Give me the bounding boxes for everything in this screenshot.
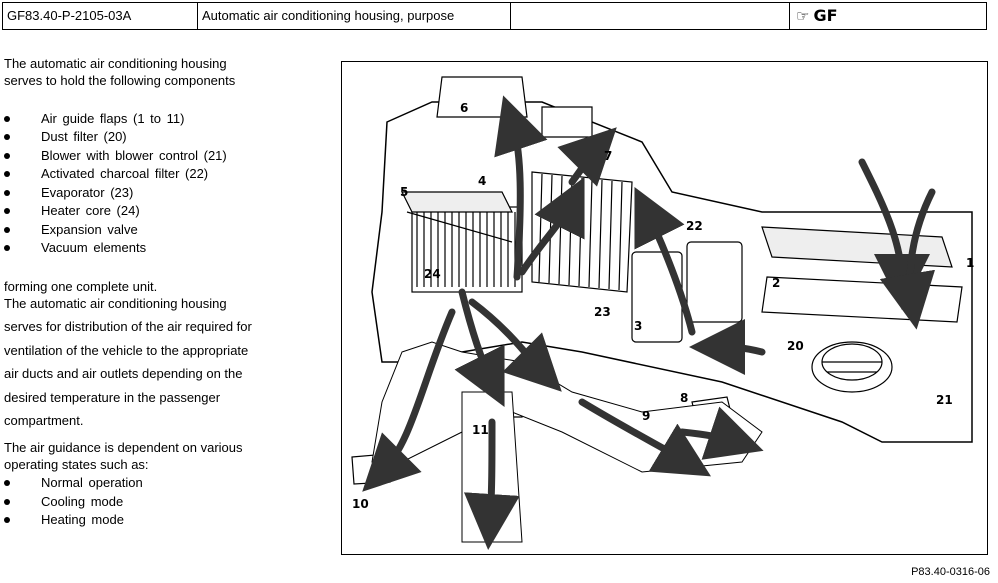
airflow-arrows <box>362 95 936 550</box>
label-7: 7 <box>604 149 612 163</box>
outlet-7 <box>541 106 593 138</box>
label-1: 1 <box>966 256 974 270</box>
bullet-icon <box>4 245 10 251</box>
bullet-icon <box>4 116 10 122</box>
para2-line-6: desired temperature in the passenger <box>4 390 221 405</box>
document-title: Automatic air conditioning housing, purp… <box>197 2 511 30</box>
label-2: 2 <box>772 276 780 290</box>
bullet-icon <box>4 499 10 505</box>
figure-labels: 1 2 3 4 5 6 7 8 9 10 11 20 21 22 23 24 <box>352 101 974 511</box>
bullet-icon <box>4 480 10 486</box>
para2-line-7: compartment. <box>4 413 84 428</box>
pointing-hand-icon: ☞ <box>796 8 810 25</box>
para2-line-5: air ducts and air outlets depending on t… <box>4 366 243 381</box>
para2-line-3: serves for distribution of the air requi… <box>4 319 252 334</box>
label-9: 9 <box>642 409 650 423</box>
flap-6 <box>436 76 528 118</box>
label-4: 4 <box>478 174 486 188</box>
document-id: GF83.40-P-2105-03A <box>2 2 198 30</box>
intro-line-2: serves to hold the following components <box>4 73 236 88</box>
blower <box>811 341 893 393</box>
label-11: 11 <box>472 423 489 437</box>
gf-label: GF <box>813 6 838 25</box>
flap-5 <box>401 191 513 243</box>
label-3: 3 <box>634 319 642 333</box>
bullet-icon <box>4 208 10 214</box>
bullet-icon <box>4 227 10 233</box>
intro-line-1: The automatic air conditioning housing <box>4 56 227 71</box>
bullet-icon <box>4 171 10 177</box>
para2-line-1: forming one complete unit. <box>4 279 158 294</box>
para3-line-2: operating states such as: <box>4 457 149 472</box>
header-table: GF83.40-P-2105-03A Automatic air conditi… <box>2 2 995 32</box>
header-empty-cell <box>510 2 790 30</box>
bullet-icon <box>4 134 10 140</box>
para3-line-1: The air guidance is dependent on various <box>4 440 243 455</box>
bullet-icon <box>4 517 10 523</box>
label-21: 21 <box>936 393 953 407</box>
label-10: 10 <box>352 497 369 511</box>
label-6: 6 <box>460 101 468 115</box>
label-8: 8 <box>680 391 688 405</box>
para2-line-4: ventilation of the vehicle to the approp… <box>4 343 249 358</box>
bullet-icon <box>4 153 10 159</box>
label-23: 23 <box>594 305 611 319</box>
label-20: 20 <box>787 339 804 353</box>
gf-cell: ☞GF <box>789 2 987 30</box>
label-22: 22 <box>686 219 703 233</box>
figure-id: P83.40-0316-06 <box>911 566 990 578</box>
ac-housing-diagram: 1 2 3 4 5 6 7 8 9 10 11 20 21 22 23 24 <box>341 61 988 555</box>
para2-line-2: The automatic air conditioning housing <box>4 296 227 311</box>
diagram-drawing: 1 2 3 4 5 6 7 8 9 10 11 20 21 22 23 24 <box>351 76 974 550</box>
label-24: 24 <box>424 267 441 281</box>
label-5: 5 <box>400 185 408 199</box>
bullet-icon <box>4 190 10 196</box>
